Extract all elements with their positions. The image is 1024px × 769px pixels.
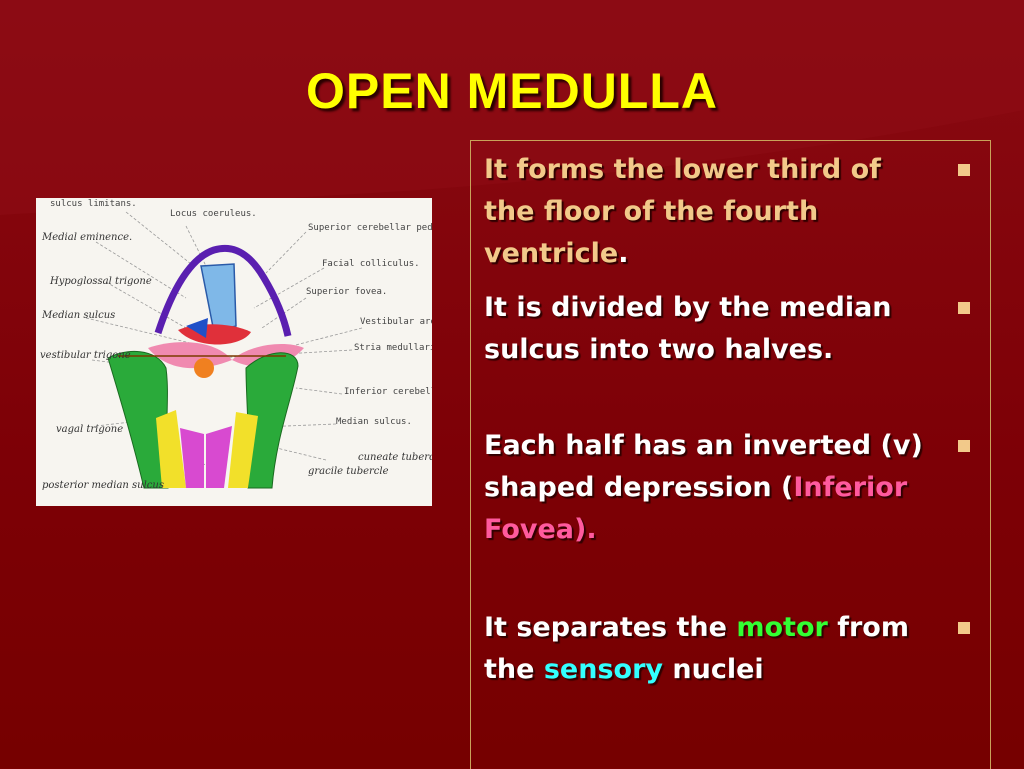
bullet-point-4: It separates the motor from the sensory … xyxy=(484,607,984,691)
medulla-diagram: sulcus limitans. Locus coeruleus. Superi… xyxy=(36,198,432,506)
point-4-nuclei: nuclei xyxy=(662,654,764,685)
point-1-period: . xyxy=(618,238,629,269)
bullet-point-2: It is divided by the median sulcus into … xyxy=(484,287,984,371)
point-4-from-the: from the xyxy=(484,612,909,685)
square-bullet-icon xyxy=(958,302,970,314)
label-locus-coeruleus: Locus coeruleus. xyxy=(170,209,257,219)
label-vagal-trigone: vagal trigone xyxy=(56,424,123,435)
label-hypoglossal-trigone: Hypoglossal trigone xyxy=(49,276,152,287)
label-vestibular-area: Vestibular area. xyxy=(360,317,432,327)
label-posterior-median-sulcus: posterior median sulcus xyxy=(42,480,164,491)
label-median-sulcus: Median sulcus xyxy=(41,310,115,321)
label-inferior-cerebellar-peduncle: Inferior cerebellar peduncle. xyxy=(344,387,432,397)
label-median-sulcus-2: Median sulcus. xyxy=(336,417,412,427)
label-sulcus-limitans: sulcus limitans. xyxy=(50,199,137,209)
point-2-text: It is divided by the median sulcus into … xyxy=(484,292,892,365)
label-stria-medullaris: Stria medullaris xyxy=(354,343,432,353)
label-medial-eminence: Medial eminence. xyxy=(41,232,132,243)
square-bullet-icon xyxy=(958,440,970,452)
label-superior-fovea: Superior fovea. xyxy=(306,287,387,297)
square-bullet-icon xyxy=(958,164,970,176)
label-cuneate-tubercle: cuneate tubercle xyxy=(358,452,432,463)
bullet-panel: It forms the lower third of the floor of… xyxy=(470,140,991,769)
sensory-highlight: sensory xyxy=(543,654,663,685)
motor-highlight: motor xyxy=(736,612,828,643)
inferior-fovea-highlight: Inferior Fovea). xyxy=(484,472,908,545)
point-4-text: It separates the xyxy=(484,612,737,643)
point-1-text: It forms the lower third of the floor of… xyxy=(484,154,881,269)
square-bullet-icon xyxy=(958,622,970,634)
label-vestibular-trigone: vestibular trigone xyxy=(40,350,131,361)
label-facial-colliculus: Facial colliculus. xyxy=(322,259,420,269)
point-3-text: Each half has an inverted (v) shaped dep… xyxy=(484,430,923,503)
label-superior-cerebellar-peduncle: Superior cerebellar peduncle. xyxy=(308,223,432,233)
label-gracile-tubercle: gracile tubercle xyxy=(308,466,389,477)
bullet-point-3: Each half has an inverted (v) shaped dep… xyxy=(484,425,984,551)
bullet-point-1: It forms the lower third of the floor of… xyxy=(484,149,984,275)
slide-title: OPEN MEDULLA xyxy=(306,63,718,119)
